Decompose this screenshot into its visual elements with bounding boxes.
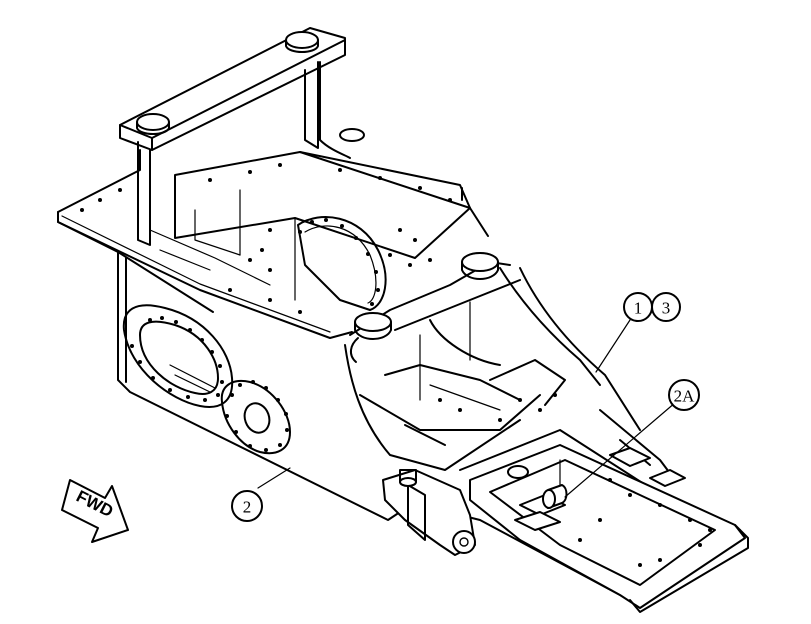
bolt-hole [376, 288, 380, 292]
bolt-hole [80, 208, 84, 212]
bolt-hole [168, 388, 172, 392]
callout-1-label: 1 [634, 299, 643, 318]
callout-2A-label: 2A [674, 387, 696, 406]
callout-3: 3 [651, 292, 681, 322]
bolt-hole [248, 444, 252, 448]
callout-1: 1 [623, 292, 653, 322]
bolt-hole [428, 258, 432, 262]
bolt-hole [658, 503, 662, 507]
bolt-hole [251, 380, 255, 384]
bolt-hole [174, 320, 178, 324]
bolt-hole [151, 376, 155, 380]
bolt-hole [216, 393, 220, 397]
bolt-hole [370, 302, 374, 306]
callout-2A: 2A [668, 379, 700, 411]
bolt-hole [148, 318, 152, 322]
bolt-hole [408, 263, 412, 267]
bolt-hole [228, 288, 232, 292]
bolt-hole [264, 448, 268, 452]
bolt-hole [186, 395, 190, 399]
mount-pads [350, 252, 499, 363]
bolt-hole [238, 383, 242, 387]
forward-arrow: FWD [61, 479, 129, 543]
bolt-hole [418, 186, 422, 190]
bolt-hole [130, 344, 134, 348]
upper-cross-beam [119, 27, 365, 246]
bolt-hole [698, 543, 702, 547]
bolt-hole [538, 408, 542, 412]
callout-2: 2 [231, 490, 263, 522]
bolt-hole [388, 253, 392, 257]
bolt-hole [398, 228, 402, 232]
bolt-hole [268, 228, 272, 232]
front-frame [344, 261, 641, 471]
bolt-hole [374, 270, 378, 274]
bolt-hole [268, 298, 272, 302]
bolt-hole [200, 338, 204, 342]
bolt-hole [278, 163, 282, 167]
bolt-hole [378, 176, 382, 180]
bolt-hole [458, 408, 462, 412]
bolt-hole [298, 310, 302, 314]
bolt-hole [248, 258, 252, 262]
mounting-holes [80, 163, 712, 567]
bolt-hole [225, 414, 229, 418]
bolt-hole [220, 380, 224, 384]
bolt-hole [98, 198, 102, 202]
left-flanges [122, 304, 291, 455]
bolt-hole [638, 563, 642, 567]
bolt-hole [260, 248, 264, 252]
bolt-hole [264, 386, 268, 390]
bolt-hole [354, 236, 358, 240]
bolt-hole [688, 518, 692, 522]
bolt-hole [628, 493, 632, 497]
bolt-hole [203, 398, 207, 402]
bolt-hole [118, 188, 122, 192]
bolt-hole [438, 398, 442, 402]
bolt-hole [278, 443, 282, 447]
bolt-hole [413, 238, 417, 242]
bolt-hole [160, 316, 164, 320]
bolt-hole [448, 198, 452, 202]
bolt-hole [276, 398, 280, 402]
bolt-hole [498, 418, 502, 422]
bolt-hole [208, 178, 212, 182]
bolt-hole [578, 538, 582, 542]
bolt-hole [310, 220, 314, 224]
bolt-hole [285, 428, 289, 432]
callout-3-label: 3 [662, 299, 671, 318]
bolt-hole [218, 364, 222, 368]
bolt-hole [340, 224, 344, 228]
callout-2-label: 2 [243, 498, 252, 517]
bolt-hole [324, 218, 328, 222]
bolt-hole [210, 350, 214, 354]
bolt-hole [298, 230, 302, 234]
bolt-hole [598, 518, 602, 522]
bolt-hole [553, 393, 557, 397]
bolt-hole [188, 328, 192, 332]
bolt-hole [248, 170, 252, 174]
bolt-hole [708, 528, 712, 532]
bolt-hole [230, 393, 234, 397]
bolt-hole [268, 268, 272, 272]
bolt-hole [366, 252, 370, 256]
plug-part [507, 465, 568, 509]
bolt-hole [338, 168, 342, 172]
bolt-hole [658, 558, 662, 562]
bolt-hole [138, 360, 142, 364]
rear-housing [57, 149, 489, 521]
bolt-hole [518, 398, 522, 402]
bolt-hole [608, 478, 612, 482]
leader-lines [257, 319, 677, 498]
front-clevis [382, 469, 476, 556]
bolt-hole [234, 430, 238, 434]
bolt-hole [284, 412, 288, 416]
